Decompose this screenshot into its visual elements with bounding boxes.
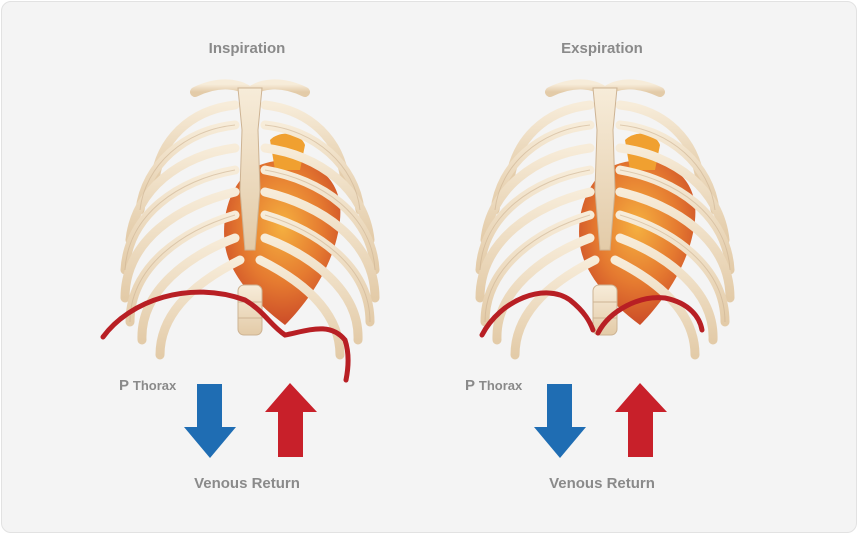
inspiration-pressure-down-arrow xyxy=(184,384,236,458)
exspiration-diaphragm-right xyxy=(595,295,705,336)
inspiration-title: Inspiration xyxy=(208,40,286,57)
exspiration-p-thorax-label: P Thorax xyxy=(465,377,522,394)
p-symbol: P xyxy=(465,377,475,394)
exspiration-pressure-down-arrow xyxy=(534,384,586,458)
exspiration-title: Exspiration xyxy=(561,40,643,57)
inspiration-venous-return-label: Venous Return xyxy=(194,475,300,492)
exspiration-venous-return-label: Venous Return xyxy=(549,475,655,492)
exspiration-diaphragm-left xyxy=(479,290,596,338)
thorax-subscript: Thorax xyxy=(478,378,523,393)
exspiration-venous-up-arrow xyxy=(615,383,667,457)
inspiration-p-thorax-label: P Thorax xyxy=(119,377,176,394)
inspiration-venous-up-arrow xyxy=(265,383,317,457)
thorax-subscript: Thorax xyxy=(132,378,177,393)
inspiration-diaphragm xyxy=(100,289,351,383)
p-symbol: P xyxy=(119,377,129,394)
